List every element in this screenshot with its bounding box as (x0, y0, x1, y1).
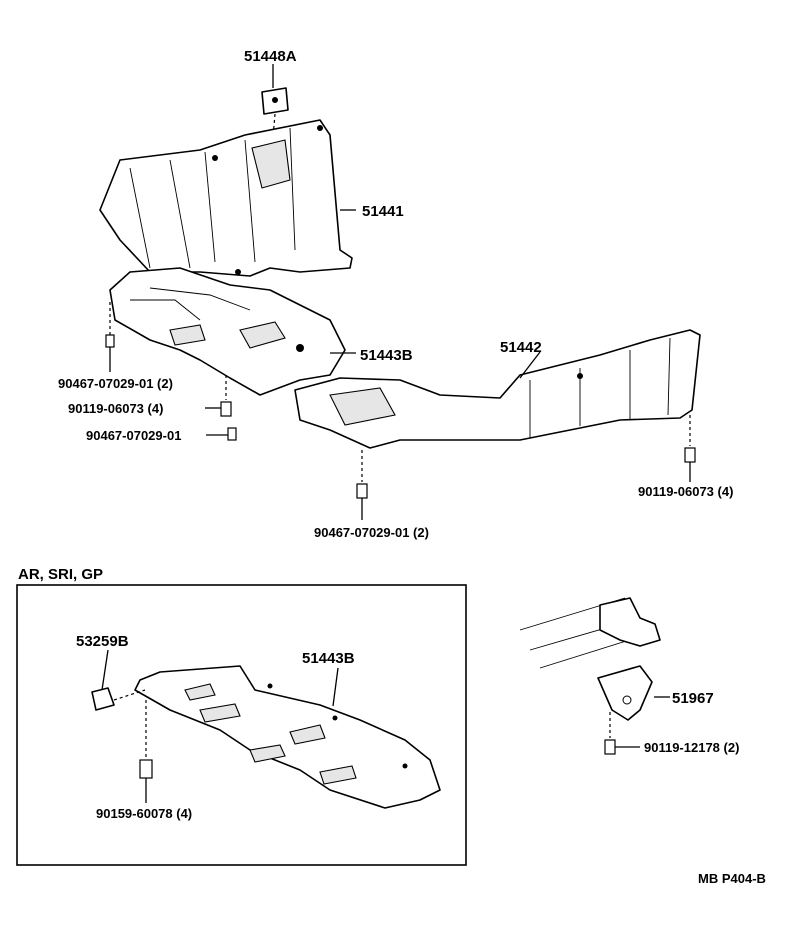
label-51448A: 51448A (244, 48, 297, 65)
bolt-90119-a-drawing (205, 375, 232, 417)
label-51442: 51442 (500, 339, 542, 356)
label-90467-c: 90467-07029-01 (2) (314, 525, 429, 540)
clip-53259B-drawing (91, 649, 146, 711)
label-51443B-top: 51443B (360, 347, 413, 364)
bolt-90119-b-drawing (684, 415, 696, 482)
part-51443B-top-drawing (109, 267, 356, 396)
part-51441-drawing (99, 119, 356, 277)
bolt-90467-a-drawing (105, 302, 115, 372)
inset-frame (16, 584, 467, 866)
part-51442-drawing (294, 329, 701, 449)
inset-title: AR, SRI, GP (18, 566, 103, 583)
label-90467-a: 90467-07029-01 (2) (58, 376, 173, 391)
label-51441: 51441 (362, 203, 404, 220)
label-90119-c: 90119-12178 (2) (644, 740, 739, 755)
label-90159: 90159-60078 (4) (96, 806, 192, 821)
label-53259B: 53259B (76, 633, 129, 650)
label-90467-b: 90467-07029-01 (86, 428, 181, 443)
part-51967-drawing (519, 597, 670, 755)
label-51443B-inset: 51443B (302, 650, 355, 667)
label-51967: 51967 (672, 690, 714, 707)
label-90119-b: 90119-06073 (4) (638, 484, 733, 499)
label-90119-a: 90119-06073 (4) (68, 401, 163, 416)
figure-code: MB P404-B (698, 871, 766, 886)
bolt-90467-b-drawing (206, 427, 237, 441)
bolt-90159-drawing (139, 700, 153, 803)
bolt-90467-c-drawing (356, 450, 368, 520)
part-51443B-inset-drawing (134, 665, 441, 809)
